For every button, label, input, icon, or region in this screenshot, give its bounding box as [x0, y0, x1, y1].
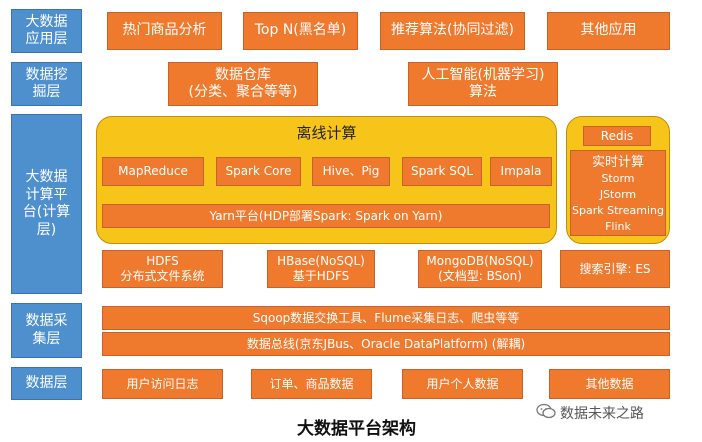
storage-hdfs-line-1: HDFS	[146, 254, 179, 268]
diagram-caption: 大数据平台架构	[297, 419, 416, 439]
offline-hive-pig-label: Hive、Pig	[322, 164, 380, 178]
wechat-icon	[536, 403, 556, 423]
app-recommendation-label: 推荐算法(协同过滤)	[391, 22, 514, 39]
mining-ai: 人工智能(机器学习) 算法	[408, 62, 558, 106]
realtime-flink: Flink	[605, 220, 631, 233]
app-recommendation: 推荐算法(协同过滤)	[380, 12, 525, 50]
collect-data-bus: 数据总线(京东JBus、Oracle DataPlatform) (解耦)	[102, 332, 670, 356]
collect-tools-label: Sqoop数据交换工具、Flume采集日志、爬虫等等	[252, 310, 520, 325]
layer-data-line-1: 数据层	[25, 374, 68, 391]
layer-collect: 数据采 集层	[11, 303, 82, 358]
offline-hive-pig: Hive、Pig	[312, 157, 390, 186]
mining-ai-line-1: 人工智能(机器学习)	[421, 66, 545, 83]
data-user-personal: 用户个人数据	[402, 369, 523, 399]
offline-spark-core: Spark Core	[216, 157, 301, 186]
realtime-title: 实时计算	[591, 155, 644, 170]
storage-search-engine-label: 搜索引擎: ES	[579, 261, 651, 276]
realtime-storm: Storm	[601, 172, 635, 185]
layer-app-line-1: 大数据	[25, 13, 68, 30]
app-hot-products: 热门商品分析	[107, 12, 222, 50]
data-access-logs: 用户访问日志	[102, 369, 223, 399]
app-hot-products-label: 热门商品分析	[122, 22, 207, 39]
offline-mapreduce-label: MapReduce	[118, 164, 188, 178]
data-orders-products-label: 订单、商品数据	[269, 376, 354, 391]
storage-hbase-line-1: HBase(NoSQL)	[277, 254, 365, 268]
app-topn-blacklist: Top N(黑名单)	[243, 12, 358, 50]
mining-data-warehouse-line-2: (分类、聚合等等)	[188, 84, 298, 100]
storage-mongodb-line-1: MongoDB(NoSQL)	[426, 254, 534, 268]
storage-hbase: HBase(NoSQL) 基于HDFS	[267, 250, 375, 288]
storage-hdfs-line-2: 分布式文件系统	[120, 269, 205, 283]
realtime-redis-label: Redis	[600, 128, 634, 143]
layer-compute: 大数据 计算平 台(计算 层)	[11, 114, 82, 294]
layer-compute-line-1: 大数据	[25, 169, 68, 185]
layer-compute-line-3: 台(计算	[22, 204, 71, 220]
storage-hdfs: HDFS 分布式文件系统	[102, 250, 223, 288]
mining-data-warehouse: 数据仓库 (分类、聚合等等)	[168, 62, 318, 106]
offline-compute-title: 离线计算	[296, 124, 357, 142]
offline-yarn-label: Yarn平台(HDP部署Spark: Spark on Yarn)	[209, 208, 443, 223]
realtime-jstorm: JStorm	[599, 188, 637, 201]
storage-mongodb-line-2: (文档型: BSon)	[438, 269, 522, 283]
offline-yarn: Yarn平台(HDP部署Spark: Spark on Yarn)	[102, 204, 550, 228]
layer-mining-line-2: 掘层	[32, 84, 61, 100]
data-other: 其他数据	[549, 369, 670, 399]
offline-spark-core-label: Spark Core	[225, 164, 292, 178]
data-user-personal-label: 用户个人数据	[426, 376, 499, 391]
storage-hbase-line-2: 基于HDFS	[292, 269, 350, 283]
mining-ai-line-2: 算法	[469, 84, 497, 100]
realtime-panel: 实时计算 Storm JStorm Spark Streaming Flink	[570, 150, 666, 236]
offline-mapreduce: MapReduce	[102, 157, 204, 186]
offline-impala-label: Impala	[500, 164, 542, 178]
layer-collect-line-2: 集层	[32, 330, 61, 347]
collect-data-bus-label: 数据总线(京东JBus、Oracle DataPlatform) (解耦)	[246, 336, 526, 351]
offline-spark-sql: Spark SQL	[402, 157, 482, 186]
realtime-redis: Redis	[583, 126, 651, 146]
data-access-logs-label: 用户访问日志	[126, 376, 199, 391]
watermark: 数据未来之路	[536, 403, 644, 423]
storage-mongodb: MongoDB(NoSQL) (文档型: BSon)	[418, 250, 542, 288]
layer-app: 大数据 应用层	[11, 9, 82, 53]
data-orders-products: 订单、商品数据	[251, 369, 372, 399]
layer-app-line-2: 应用层	[25, 31, 68, 47]
watermark-text: 数据未来之路	[560, 406, 644, 422]
offline-impala: Impala	[490, 157, 552, 186]
layer-data: 数据层	[11, 367, 82, 400]
collect-tools: Sqoop数据交换工具、Flume采集日志、爬虫等等	[102, 306, 670, 330]
layer-mining-line-1: 数据挖	[25, 66, 68, 83]
app-other: 其他应用	[547, 12, 670, 50]
storage-search-engine: 搜索引擎: ES	[560, 250, 670, 288]
app-other-label: 其他应用	[580, 22, 637, 39]
offline-spark-sql-label: Spark SQL	[410, 164, 474, 178]
layer-compute-line-2: 计算平	[25, 186, 68, 203]
layer-compute-line-4: 层)	[36, 221, 57, 238]
app-topn-blacklist-label: Top N(黑名单)	[254, 22, 347, 39]
data-other-label: 其他数据	[585, 376, 634, 391]
layer-mining: 数据挖 掘层	[11, 62, 82, 106]
layer-collect-line-1: 数据采	[25, 313, 68, 329]
mining-data-warehouse-line-1: 数据仓库	[215, 66, 271, 83]
realtime-spark-streaming: Spark Streaming	[572, 204, 664, 217]
